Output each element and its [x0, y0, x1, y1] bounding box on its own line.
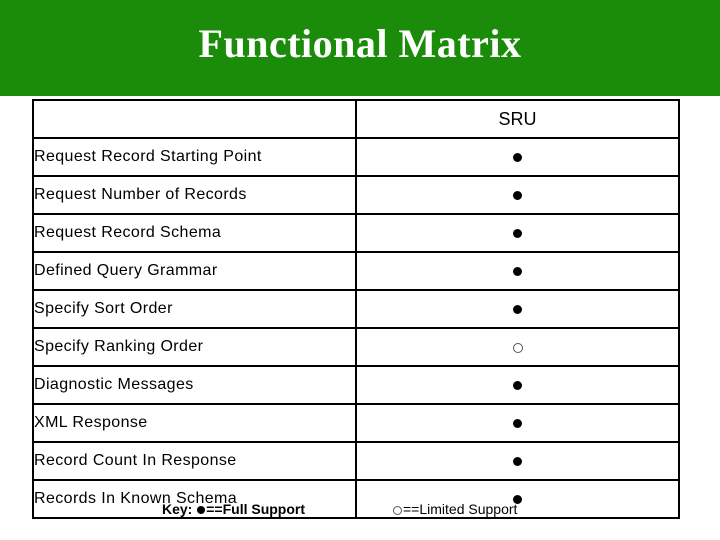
legend-limited-support: ==Limited Support — [392, 501, 517, 517]
table-row: XML Response — [32, 403, 680, 443]
header-blank-cell — [32, 99, 357, 139]
legend-prefix: Key: — [162, 501, 197, 517]
full-support-dot-icon — [513, 153, 522, 163]
support-cell — [355, 441, 680, 481]
row-label: Records In Known Schema — [32, 479, 357, 519]
table-row: Request Record Starting Point — [32, 137, 680, 177]
table-row: Record Count In Response — [32, 441, 680, 481]
table-header-row: SRU — [32, 99, 680, 139]
row-label: Specify Sort Order — [32, 289, 357, 329]
support-cell — [355, 251, 680, 291]
full-support-dot-icon — [513, 267, 522, 277]
support-cell — [355, 365, 680, 405]
limited-support-dot-icon — [512, 342, 523, 353]
row-label: Request Record Schema — [32, 213, 357, 253]
limited-support-dot-icon — [393, 505, 402, 515]
support-cell — [355, 327, 680, 367]
column-header-sru: SRU — [355, 99, 680, 139]
full-support-dot-icon — [513, 305, 522, 315]
table-row: Request Record Schema — [32, 213, 680, 253]
row-label: Diagnostic Messages — [32, 365, 357, 405]
legend-limited-label: ==Limited Support — [403, 501, 518, 517]
support-cell — [355, 137, 680, 177]
table-row: Request Number of Records — [32, 175, 680, 215]
full-support-dot-icon — [513, 419, 522, 429]
support-cell — [355, 289, 680, 329]
table-row: Defined Query Grammar — [32, 251, 680, 291]
row-label: Specify Ranking Order — [32, 327, 357, 367]
legend-full-label: ==Full Support — [206, 501, 306, 517]
page-title: Functional Matrix — [198, 21, 522, 66]
legend-full-support: Key: ==Full Support — [162, 501, 305, 517]
functional-matrix-table: SRU Request Record Starting Point Reques… — [32, 99, 680, 519]
support-cell — [355, 213, 680, 253]
row-label: XML Response — [32, 403, 357, 443]
full-support-dot-icon — [513, 457, 522, 467]
full-support-dot-icon — [513, 191, 522, 201]
row-label: Request Record Starting Point — [32, 137, 357, 177]
row-label: Record Count In Response — [32, 441, 357, 481]
row-label: Request Number of Records — [32, 175, 357, 215]
support-cell — [355, 175, 680, 215]
full-support-dot-icon — [197, 506, 206, 515]
table-row: Specify Ranking Order — [32, 327, 680, 367]
table-row: Diagnostic Messages — [32, 365, 680, 405]
table-row: Records In Known Schema — [32, 479, 680, 519]
title-band — [0, 0, 720, 96]
row-label: Defined Query Grammar — [32, 251, 357, 291]
full-support-dot-icon — [513, 229, 522, 239]
legend: Key: ==Full Support ==Limited Support — [32, 501, 680, 525]
support-cell — [355, 403, 680, 443]
table-row: Specify Sort Order — [32, 289, 680, 329]
support-cell — [355, 479, 680, 519]
full-support-dot-icon — [513, 381, 522, 391]
full-support-dot-icon — [513, 495, 522, 505]
table-body: SRU Request Record Starting Point Reques… — [32, 99, 680, 519]
